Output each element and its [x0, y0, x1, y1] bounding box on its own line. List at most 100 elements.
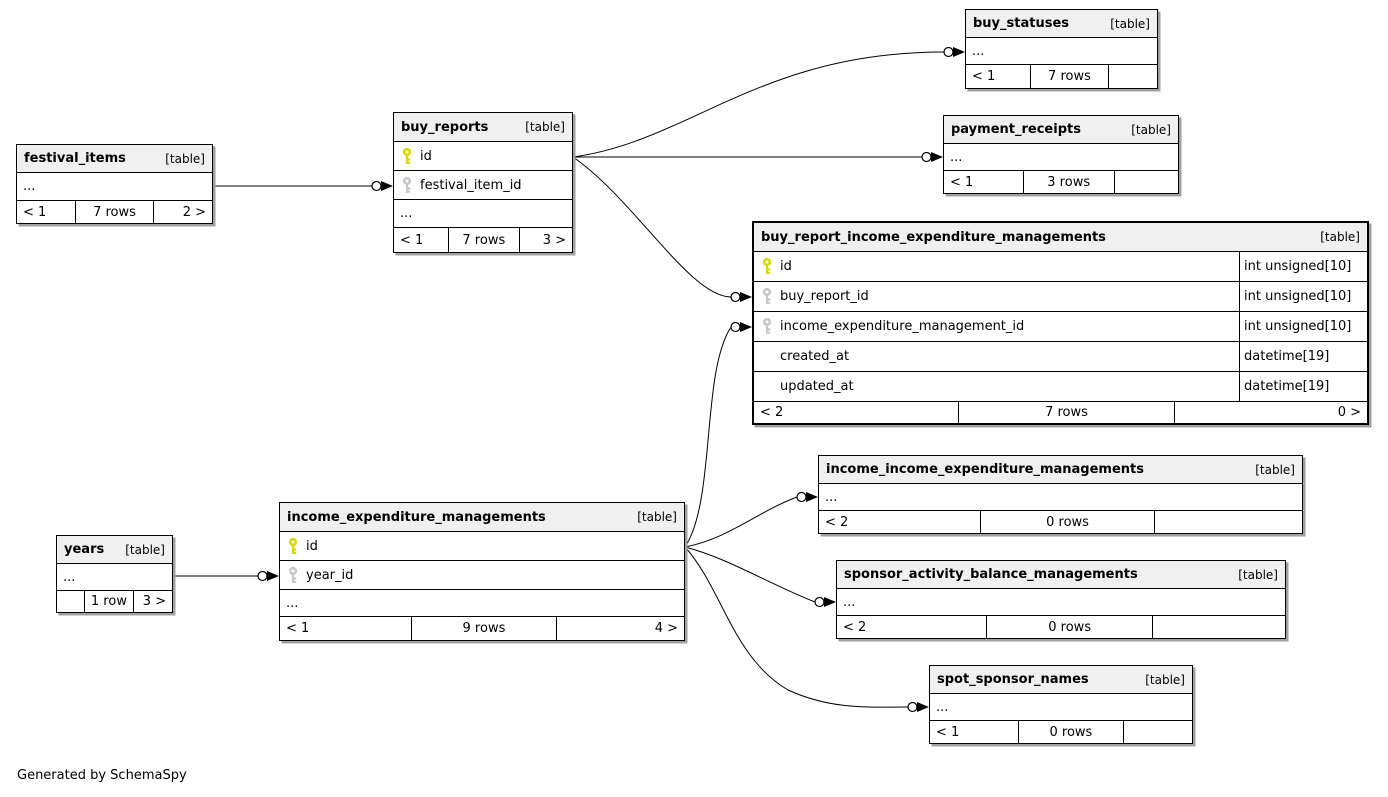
table-name[interactable]: spot_sponsor_names: [937, 672, 1089, 687]
table-name[interactable]: income_expenditure_managements: [287, 509, 546, 525]
table-name[interactable]: payment_receipts: [951, 122, 1081, 137]
row-count: 3 rows: [1022, 171, 1114, 193]
column-type: datetime[19]: [1239, 372, 1367, 401]
table-income_expenditure_managements[interactable]: income_expenditure_managements [table] i…: [279, 502, 685, 641]
column-row-festival_item_id: festival_item_id: [394, 171, 572, 200]
column-type: datetime[19]: [1239, 342, 1367, 371]
column-row-id: id: [280, 532, 684, 561]
column-row-buy_report_id: buy_report_id int unsigned[10]: [754, 282, 1367, 312]
related-from-count: < 1: [936, 724, 960, 740]
column-row-id: id: [394, 142, 572, 171]
column-type: int unsigned[10]: [1239, 282, 1367, 311]
table-buy_reports[interactable]: buy_reports [table] id festival_item_id …: [393, 112, 573, 253]
table-header: income_expenditure_managements [table]: [280, 503, 684, 532]
relationship-endpoint-circle: [921, 151, 932, 163]
ellipsis-label: ...: [950, 149, 963, 165]
related-from-count: < 1: [972, 69, 996, 84]
table-name[interactable]: years: [64, 542, 105, 557]
table-header: spot_sponsor_names [table]: [930, 666, 1192, 694]
table-header: payment_receipts [table]: [944, 116, 1178, 144]
related-to-count: [1123, 721, 1192, 743]
table-name[interactable]: buy_report_income_expenditure_management…: [761, 229, 1106, 245]
table-buy_statuses[interactable]: buy_statuses [table] ... < 1 7 rows: [965, 9, 1158, 89]
table-footer: < 1 0 rows: [930, 721, 1192, 743]
columns-ellipsis-row: ...: [280, 590, 684, 617]
no-key-spacer: [762, 348, 772, 365]
column-name: id: [420, 148, 432, 164]
table-name[interactable]: festival_items: [24, 151, 126, 166]
foreign-key-icon: [288, 566, 298, 584]
table-header: buy_report_income_expenditure_management…: [754, 223, 1367, 252]
primary-key-icon: [288, 537, 298, 555]
foreign-key-icon: [402, 176, 412, 194]
table-type-tag: [table]: [1110, 16, 1150, 31]
columns-ellipsis-row: ...: [944, 144, 1178, 171]
table-type-tag: [table]: [1131, 122, 1171, 137]
columns-ellipsis-row: ...: [394, 200, 572, 228]
related-from-count: < 2: [760, 405, 784, 420]
table-buy_report_income_expenditure_managements[interactable]: buy_report_income_expenditure_management…: [752, 221, 1369, 425]
row-count: 0 rows: [1017, 721, 1123, 743]
column-name: created_at: [780, 349, 850, 364]
table-footer: < 2 0 rows: [837, 616, 1285, 638]
related-from-count: < 2: [825, 514, 849, 530]
table-header: years [table]: [57, 536, 172, 564]
related-from-count: < 1: [950, 174, 974, 190]
row-count: 0 rows: [986, 616, 1152, 638]
table-header: income_income_expenditure_managements [t…: [819, 456, 1302, 484]
table-years[interactable]: years [table] ... 1 row 3 >: [56, 535, 173, 613]
row-count: 9 rows: [410, 617, 556, 640]
table-name[interactable]: sponsor_activity_balance_managements: [844, 567, 1138, 582]
related-from-count: < 2: [843, 619, 867, 635]
row-count: 7 rows: [447, 228, 520, 252]
table-name[interactable]: income_income_expenditure_managements: [826, 462, 1144, 477]
table-spot_sponsor_names[interactable]: spot_sponsor_names [table] ... < 1 0 row…: [929, 665, 1193, 744]
related-to-count: [1107, 65, 1157, 88]
row-count: 7 rows: [1030, 65, 1107, 88]
relationship-buy_reports-buy_report_income_expenditure_managements: [572, 156, 752, 303]
related-to-count: 2 >: [152, 201, 212, 223]
no-key-spacer: [762, 378, 772, 395]
columns-ellipsis-row: ...: [930, 694, 1192, 721]
related-to-count: 0 >: [1174, 402, 1367, 423]
relationship-arrowhead-icon: [806, 492, 818, 502]
table-payment_receipts[interactable]: payment_receipts [table] ... < 1 3 rows: [943, 115, 1179, 194]
table-type-tag: [table]: [637, 510, 677, 524]
relationship-income_expenditure_managements-income_income_expenditure_managements: [684, 491, 818, 548]
column-type: int unsigned[10]: [1239, 312, 1367, 341]
table-footer: < 1 7 rows 3 >: [394, 228, 572, 252]
relationship-buy_reports-payment_receipts: [573, 151, 943, 163]
table-footer: < 1 7 rows 2 >: [17, 201, 212, 223]
primary-key-icon: [402, 147, 412, 165]
relationship-endpoint-circle: [943, 46, 954, 58]
table-type-tag: [table]: [1255, 462, 1295, 477]
table-name[interactable]: buy_reports: [401, 119, 489, 135]
primary-key-icon: [762, 258, 772, 275]
relationship-arrowhead-icon: [917, 702, 929, 712]
row-count: 1 row: [84, 591, 132, 612]
columns-ellipsis-row: ...: [57, 564, 172, 591]
table-header: sponsor_activity_balance_managements [ta…: [837, 561, 1285, 589]
table-header: festival_items [table]: [17, 145, 212, 173]
row-count: 0 rows: [979, 511, 1155, 533]
relationship-arrowhead-icon: [953, 47, 965, 57]
relationship-arrowhead-icon: [740, 322, 752, 332]
table-footer: 1 row 3 >: [57, 591, 172, 612]
relationship-arrowhead-icon: [740, 292, 752, 302]
foreign-key-icon: [762, 318, 772, 335]
relationship-years-income_expenditure_managements: [173, 570, 279, 582]
table-footer: < 1 9 rows 4 >: [280, 617, 684, 640]
columns-ellipsis-row: ...: [966, 38, 1157, 65]
related-to-count: [1113, 171, 1178, 193]
relationship-arrowhead-icon: [381, 181, 393, 191]
table-sponsor_activity_balance_managements[interactable]: sponsor_activity_balance_managements [ta…: [836, 560, 1286, 639]
related-to-count: 3 >: [132, 591, 172, 612]
table-footer: < 2 0 rows: [819, 511, 1302, 533]
column-name: id: [780, 259, 792, 274]
relationship-income_expenditure_managements-buy_report_income_expenditure_managements: [684, 321, 752, 548]
table-income_income_expenditure_managements[interactable]: income_income_expenditure_managements [t…: [818, 455, 1303, 534]
related-to-count: 4 >: [556, 617, 684, 640]
table-name[interactable]: buy_statuses: [973, 16, 1070, 31]
table-festival_items[interactable]: festival_items [table] ... < 1 7 rows 2 …: [16, 144, 213, 224]
